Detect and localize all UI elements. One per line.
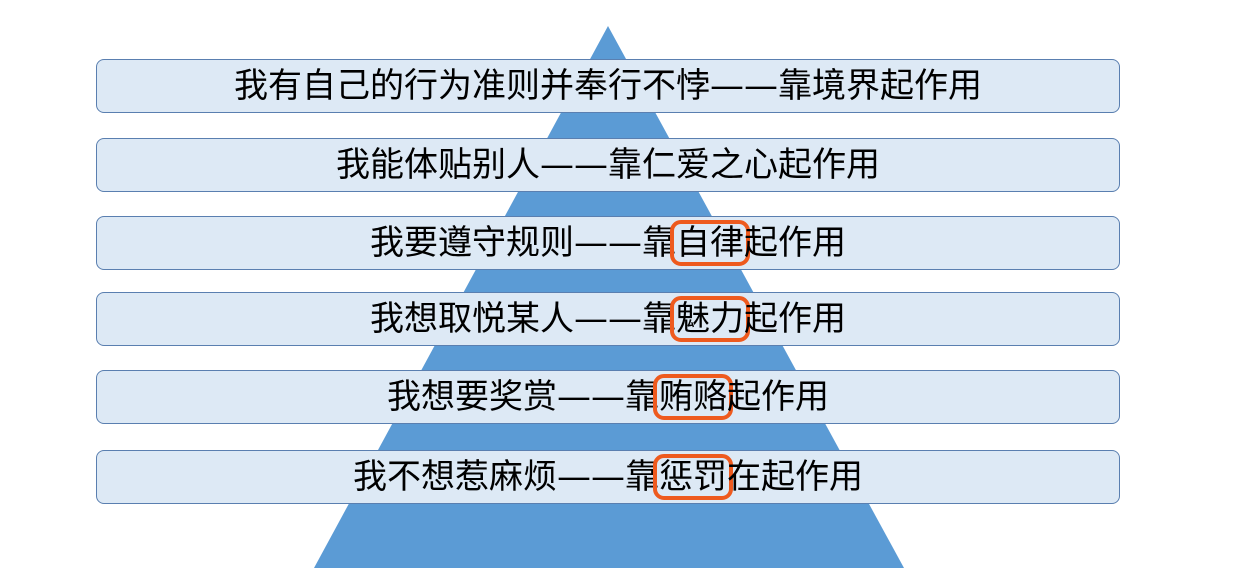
pyramid-level-6: 我不想惹麻烦——靠惩罚在起作用: [96, 450, 1120, 504]
level-5-text: 我想要奖赏——靠贿赂起作用: [387, 374, 829, 420]
level-6-highlight: 惩罚: [653, 454, 733, 500]
pyramid-level-5: 我想要奖赏——靠贿赂起作用: [96, 370, 1120, 424]
level-3-highlight: 自律: [670, 220, 750, 266]
level-4-highlight: 魅力: [670, 296, 750, 342]
level-6-text-pre: 我不想惹麻烦——靠: [353, 457, 659, 497]
pyramid-level-3: 我要遵守规则——靠自律起作用: [96, 216, 1120, 270]
level-5-text-pre: 我想要奖赏——靠: [387, 377, 659, 417]
level-5-highlight: 贿赂: [653, 374, 733, 420]
level-2-text: 我能体贴别人——靠仁爱之心起作用: [336, 148, 880, 182]
level-6-text-post: 在起作用: [727, 457, 863, 497]
pyramid-level-2: 我能体贴别人——靠仁爱之心起作用: [96, 138, 1120, 192]
level-3-text-pre: 我要遵守规则——靠: [370, 223, 676, 263]
level-6-text: 我不想惹麻烦——靠惩罚在起作用: [353, 454, 863, 500]
level-1-text-pre: 我有自己的行为准则并奉行不悖——靠境界起作用: [234, 66, 982, 106]
level-5-text-post: 起作用: [727, 377, 829, 417]
pyramid-level-1: 我有自己的行为准则并奉行不悖——靠境界起作用: [96, 59, 1120, 113]
level-1-text: 我有自己的行为准则并奉行不悖——靠境界起作用: [234, 69, 982, 103]
level-2-text-pre: 我能体贴别人——靠仁爱之心起作用: [336, 145, 880, 185]
level-3-text: 我要遵守规则——靠自律起作用: [370, 220, 846, 266]
level-4-text: 我想取悦某人——靠魅力起作用: [370, 296, 846, 342]
level-4-text-post: 起作用: [744, 299, 846, 339]
pyramid-level-4: 我想取悦某人——靠魅力起作用: [96, 292, 1120, 346]
level-3-text-post: 起作用: [744, 223, 846, 263]
level-4-text-pre: 我想取悦某人——靠: [370, 299, 676, 339]
